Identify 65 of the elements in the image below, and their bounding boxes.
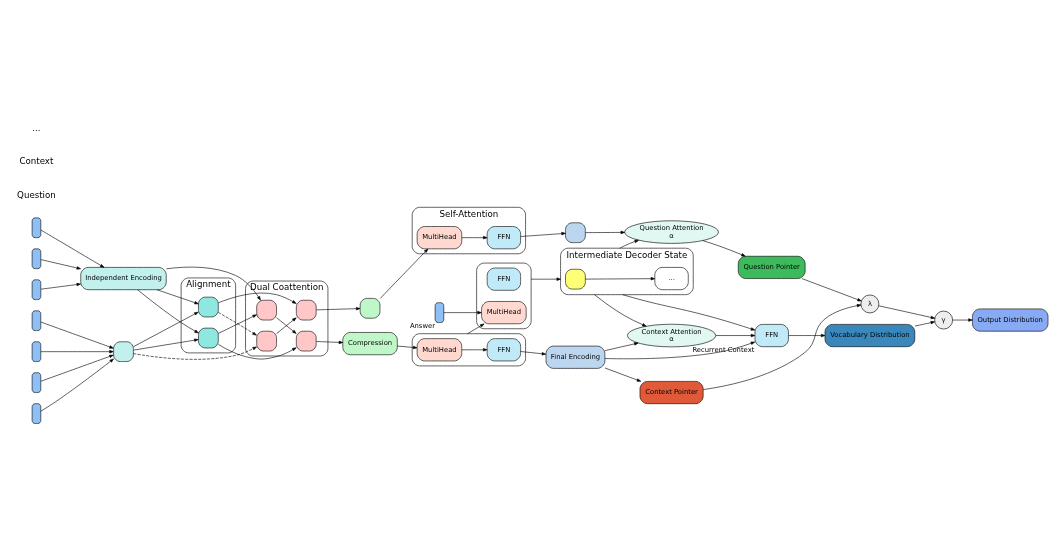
arrow — [316, 306, 361, 310]
node-box — [565, 222, 586, 243]
arrow — [40, 282, 81, 289]
arrow — [788, 333, 826, 337]
label: Context — [19, 155, 54, 166]
arrow — [467, 323, 485, 334]
arrow — [604, 367, 642, 382]
arrow — [715, 333, 756, 337]
node-capsule — [31, 402, 42, 424]
arrow — [461, 235, 488, 239]
arrow — [520, 231, 566, 237]
node-box — [296, 299, 317, 320]
arrow — [604, 341, 756, 359]
cluster: Alignment — [180, 277, 236, 353]
arrow — [133, 338, 199, 350]
node-capsule — [31, 217, 42, 238]
node-box — [113, 340, 134, 362]
node-box — [296, 330, 317, 351]
cluster: Dual Coattention — [245, 280, 329, 356]
arrow — [520, 350, 547, 355]
arrow — [316, 340, 344, 344]
arrow — [461, 347, 488, 351]
node-box — [359, 297, 381, 318]
arrow — [218, 343, 297, 359]
arrow — [379, 248, 429, 299]
arrow — [166, 266, 261, 300]
node-capsule — [31, 279, 42, 300]
arrow — [40, 358, 114, 412]
node-box — [198, 296, 219, 317]
arrow — [914, 320, 935, 326]
arrow — [443, 310, 482, 314]
arrow — [137, 288, 199, 333]
arrow — [218, 292, 297, 304]
node-capsule — [31, 340, 42, 362]
arrow — [156, 288, 199, 304]
node-box — [256, 330, 277, 351]
arrow — [40, 229, 105, 268]
arrow — [40, 258, 81, 270]
arrow — [397, 345, 418, 349]
arrow — [622, 293, 756, 330]
arrow — [40, 321, 114, 348]
arrow — [702, 239, 746, 256]
node-capsule — [31, 309, 42, 331]
arrow — [585, 276, 656, 280]
arrow — [133, 311, 199, 347]
arrow — [133, 346, 257, 360]
node-capsule — [434, 301, 445, 323]
arrow — [40, 354, 114, 382]
node-box — [256, 299, 277, 320]
node-box — [198, 327, 219, 348]
arrow — [604, 341, 639, 351]
node-capsule — [31, 248, 42, 269]
arrow — [878, 305, 936, 319]
arrow — [801, 277, 862, 301]
arrow — [40, 349, 114, 353]
arrow — [585, 230, 625, 234]
node-capsule — [31, 371, 42, 393]
arrow — [703, 303, 862, 390]
node-box — [565, 268, 586, 289]
arrow — [530, 277, 561, 281]
arrow — [952, 317, 973, 322]
arrow — [619, 239, 639, 248]
label: ... — [32, 122, 41, 133]
label: Question — [17, 189, 56, 200]
arrow — [594, 293, 647, 327]
